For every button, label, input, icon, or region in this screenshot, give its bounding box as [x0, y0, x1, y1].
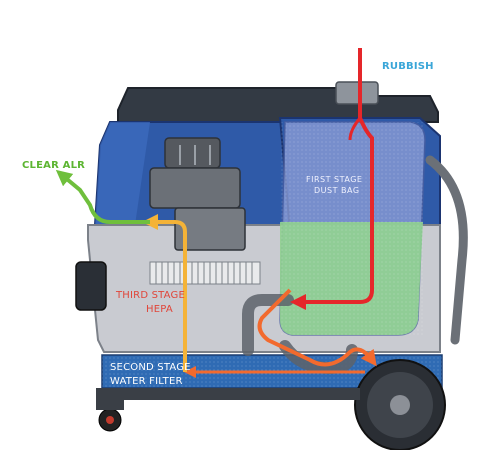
- base: [100, 388, 360, 400]
- first-stage-label-line1: FIRST STAGE: [306, 175, 362, 184]
- rubbish-flow-arrow-branch: [348, 117, 362, 141]
- third-stage-label-line1: THIRD STAGE: [115, 290, 185, 301]
- clear-air-flow-arrow: [55, 169, 150, 224]
- motor-housing-shade: [95, 122, 150, 225]
- clear-air-label: CLEAR ALR: [22, 160, 85, 171]
- internal-ducting: [242, 294, 358, 374]
- lid-handle: [335, 81, 379, 105]
- hepa-filter: [149, 261, 261, 285]
- hepa-flow-arrow: [142, 214, 187, 372]
- motor: [149, 137, 246, 251]
- water-filter-flow-arrow: [257, 288, 377, 367]
- second-stage-label-line1: SECOND STAGE: [110, 362, 191, 373]
- rubbish-flow-arrow: [290, 48, 374, 310]
- third-stage-label-line2: HEPA: [146, 304, 173, 315]
- rubbish-label: RUBBISH: [382, 61, 434, 72]
- rear-handle: [425, 155, 468, 345]
- second-stage-label-line2: WATER FILTER: [110, 376, 183, 387]
- vacuum-lid: [117, 87, 439, 123]
- hose-port: [75, 261, 107, 311]
- first-stage-label-line2: DUST BAG: [314, 186, 360, 195]
- rear-wheel: [354, 359, 446, 450]
